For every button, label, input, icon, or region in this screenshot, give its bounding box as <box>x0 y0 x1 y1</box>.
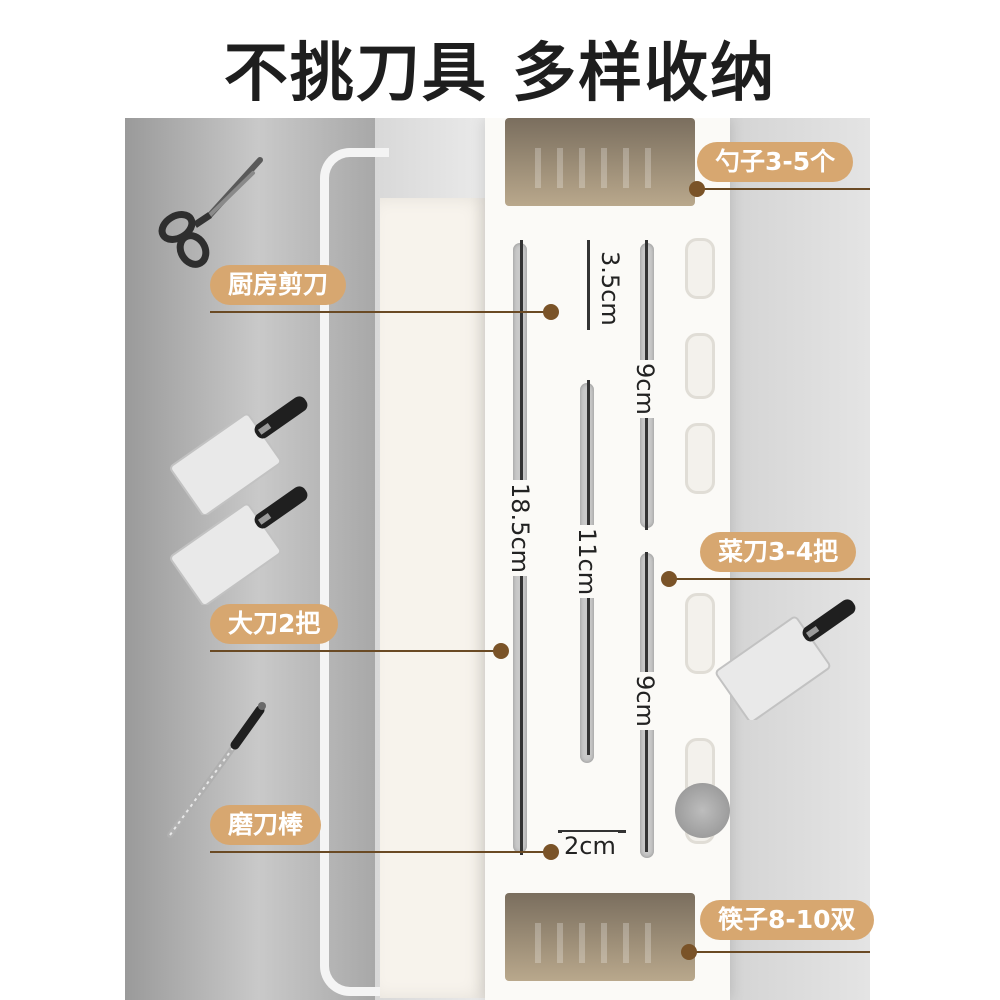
leader-dot <box>681 944 697 960</box>
dimension-hole-label: 2cm <box>562 832 618 860</box>
rack-frame <box>320 148 389 996</box>
leader-dot <box>661 571 677 587</box>
cleaver-icon <box>715 599 856 720</box>
callout-chopsticks: 筷子8-10双 <box>700 900 874 940</box>
cleaver-icon <box>170 486 308 605</box>
leader-dot <box>543 304 559 320</box>
rack-side-panel <box>380 198 490 998</box>
dimension-middle-label: 11cm <box>573 525 601 599</box>
side-slot <box>685 333 715 399</box>
cleaver-icon <box>170 396 308 515</box>
side-slot <box>685 238 715 299</box>
leader-line <box>210 650 502 652</box>
callout-spoons: 勺子3-5个 <box>697 142 854 182</box>
callout-big-knives: 大刀2把 <box>210 604 339 644</box>
leader-line <box>210 311 552 313</box>
sharpener-hole <box>675 783 730 838</box>
callout-scissors: 厨房剪刀 <box>210 265 347 305</box>
side-slot <box>685 423 715 494</box>
leader-line <box>668 578 870 580</box>
spoon-cup-icon <box>505 118 695 206</box>
scissors-icon <box>158 157 263 268</box>
dimension-notch-label: 3.5cm <box>596 248 624 329</box>
callout-cleavers: 菜刀3-4把 <box>700 532 857 572</box>
callout-sharpener: 磨刀棒 <box>210 805 322 845</box>
dimension-line-hole <box>558 830 626 833</box>
leader-dot <box>493 643 509 659</box>
dimension-line-notch <box>587 240 590 330</box>
leader-line <box>688 951 870 953</box>
leader-dot <box>543 844 559 860</box>
leader-line <box>210 851 552 853</box>
chopstick-cup-icon <box>505 893 695 981</box>
leader-line <box>695 188 870 190</box>
dimension-lower-label: 9cm <box>631 672 659 730</box>
page-title: 不挑刀具 多样收纳 <box>223 37 777 111</box>
sharpening-rod-icon <box>167 702 266 838</box>
side-slot <box>685 593 715 674</box>
leader-dot <box>689 181 705 197</box>
dimension-upper-label: 9cm <box>631 360 659 418</box>
dimension-tall-label: 18.5cm <box>506 480 534 577</box>
